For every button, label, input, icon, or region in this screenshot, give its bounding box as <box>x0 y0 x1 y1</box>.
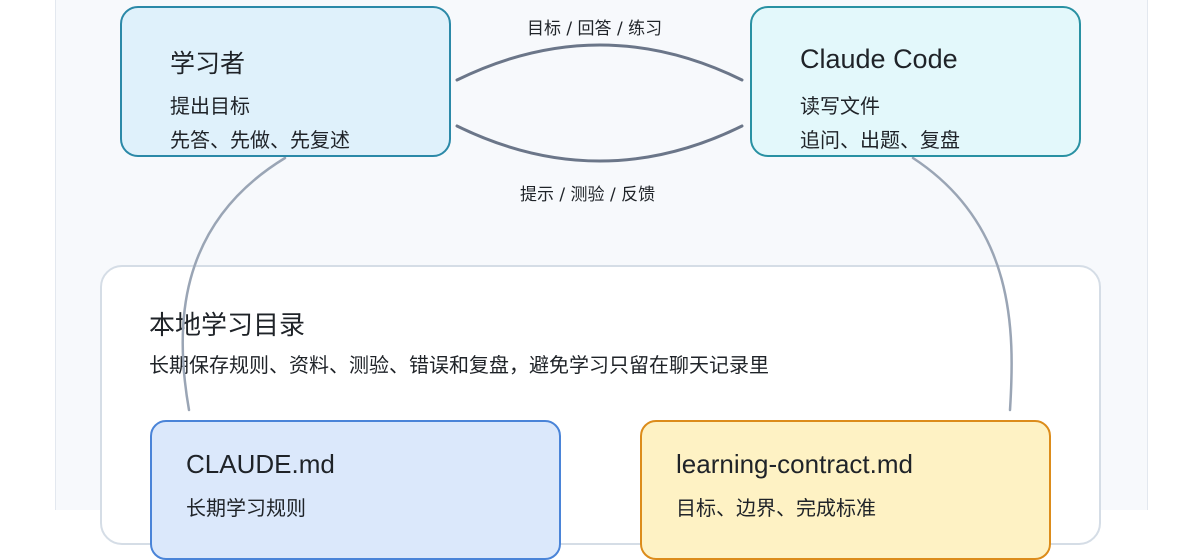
claude-md-file-node: CLAUDE.md 长期学习规则 <box>150 420 561 560</box>
claude-code-line-2: 追问、出题、复盘 <box>800 128 960 152</box>
learning-contract-line: 目标、边界、完成标准 <box>676 496 876 520</box>
directory-subtitle: 长期保存规则、资料、测验、错误和复盘，避免学习只留在聊天记录里 <box>149 353 769 377</box>
learner-line-2: 先答、先做、先复述 <box>170 128 350 152</box>
learner-node: 学习者 提出目标 先答、先做、先复述 <box>120 6 451 157</box>
claude-code-line-1: 读写文件 <box>800 94 880 118</box>
learning-contract-title: learning-contract.md <box>676 449 913 479</box>
claude-md-title: CLAUDE.md <box>186 449 335 479</box>
edge-label-claude-to-learner: 提示 / 测验 / 反馈 <box>520 185 656 205</box>
directory-title: 本地学习目录 <box>149 311 306 341</box>
claude-code-title: Claude Code <box>800 44 958 74</box>
claude-code-node: Claude Code 读写文件 追问、出题、复盘 <box>750 6 1081 157</box>
learner-title: 学习者 <box>170 49 246 78</box>
learning-contract-file-node: learning-contract.md 目标、边界、完成标准 <box>640 420 1051 560</box>
claude-md-line: 长期学习规则 <box>186 496 306 520</box>
edge-label-learner-to-claude: 目标 / 回答 / 练习 <box>527 19 663 39</box>
learner-line-1: 提出目标 <box>170 94 250 118</box>
